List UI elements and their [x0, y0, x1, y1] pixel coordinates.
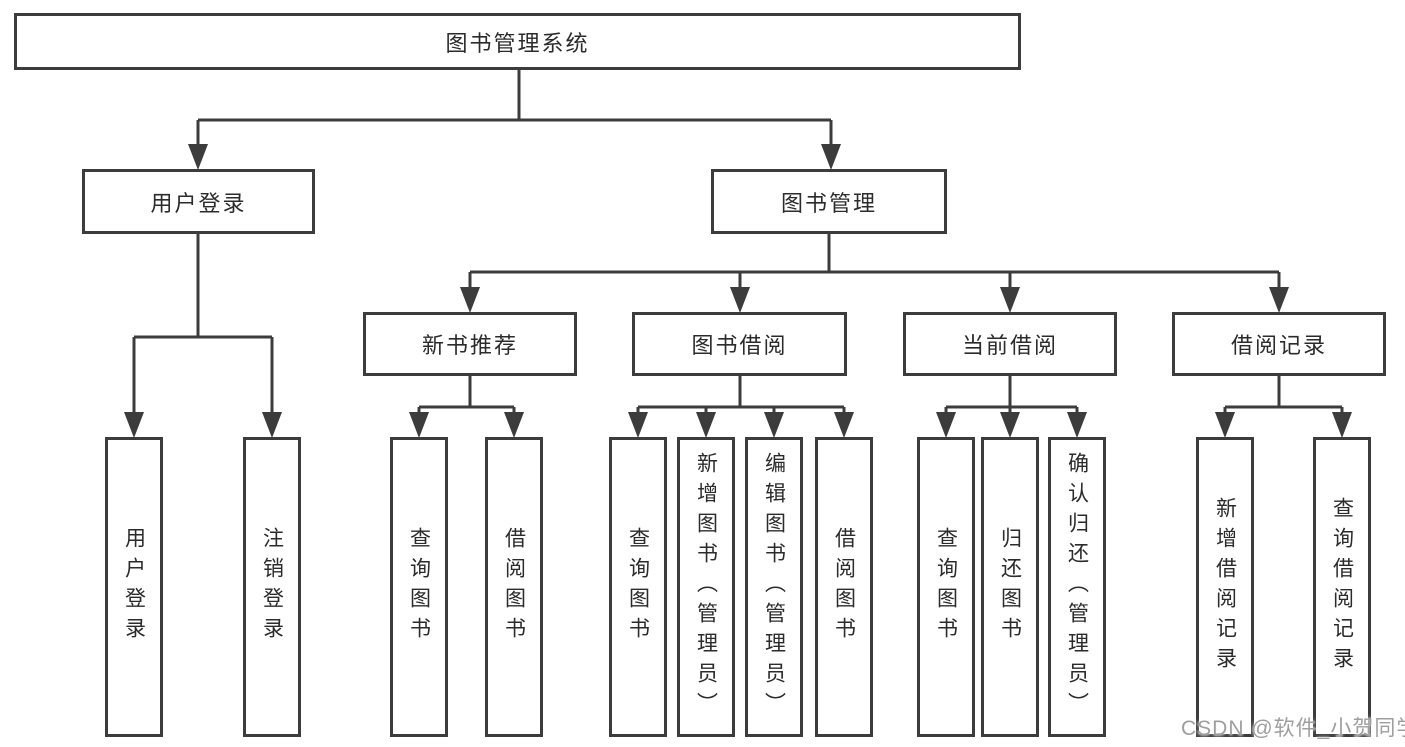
csdn-watermark: CSDN @软件_小贺同学	[1181, 717, 1405, 740]
node-book-management-label: 图书管理	[780, 190, 877, 216]
node-current-borrowing-label: 当前借阅	[961, 333, 1058, 358]
leaf-query-borrow-record: 查询借阅记录	[1313, 437, 1371, 737]
leaf-query-books-borrowing: 查询图书	[609, 437, 667, 737]
leaf-query-books-borrowing-label: 查询图书	[626, 527, 650, 647]
leaf-confirm-return-admin: 确认归还（管理员）	[1048, 437, 1106, 737]
leaf-borrow-books-borrowing-label: 借阅图书	[832, 527, 856, 647]
leaf-query-books-current: 查询图书	[917, 437, 975, 737]
leaf-add-book-admin-label: 新增图书（管理员）	[694, 452, 718, 722]
leaf-borrow-books-recommend: 借阅图书	[485, 437, 543, 737]
node-book-borrowing: 图书借阅	[632, 312, 847, 376]
node-new-book-recommend-label: 新书推荐	[421, 333, 518, 358]
connector-book-borrowing-branch	[628, 376, 854, 438]
leaf-return-books: 归还图书	[981, 437, 1039, 737]
leaf-edit-book-admin-label: 编辑图书（管理员）	[762, 452, 786, 722]
connector-book-management-branch	[460, 234, 1289, 313]
connector-root-to-level2	[188, 69, 841, 170]
leaf-query-books-recommend-label: 查询图书	[407, 527, 431, 647]
connector-current-borrowing-branch	[936, 376, 1087, 438]
leaf-logout-label: 注销登录	[260, 527, 284, 647]
node-borrowing-records: 借阅记录	[1172, 312, 1386, 376]
leaf-user-login: 用户登录	[105, 437, 163, 737]
node-user-login: 用户登录	[82, 169, 315, 234]
node-new-book-recommend: 新书推荐	[363, 312, 577, 376]
leaf-query-books-recommend: 查询图书	[390, 437, 448, 737]
node-user-login-label: 用户登录	[150, 190, 247, 216]
node-root-label: 图书管理系统	[445, 30, 590, 56]
leaf-add-borrow-record-label: 新增借阅记录	[1213, 497, 1237, 677]
leaf-query-books-current-label: 查询图书	[934, 527, 958, 647]
leaf-add-book-admin: 新增图书（管理员）	[677, 437, 735, 737]
node-current-borrowing: 当前借阅	[903, 312, 1117, 376]
leaf-borrow-books-recommend-label: 借阅图书	[502, 527, 526, 647]
node-root: 图书管理系统	[14, 13, 1021, 70]
node-borrowing-records-label: 借阅记录	[1230, 333, 1327, 358]
leaf-query-borrow-record-label: 查询借阅记录	[1330, 497, 1354, 677]
connector-borrowing-records-branch	[1215, 376, 1352, 438]
leaf-edit-book-admin: 编辑图书（管理员）	[745, 437, 803, 737]
leaf-return-books-label: 归还图书	[998, 527, 1022, 647]
connector-user-login-branch	[124, 234, 282, 438]
connector-new-book-branch	[409, 376, 524, 438]
leaf-logout: 注销登录	[243, 437, 301, 737]
leaf-add-borrow-record: 新增借阅记录	[1196, 437, 1254, 737]
node-book-management: 图书管理	[711, 169, 947, 234]
leaf-user-login-label: 用户登录	[122, 527, 146, 647]
leaf-confirm-return-admin-label: 确认归还（管理员）	[1065, 452, 1089, 722]
leaf-borrow-books-borrowing: 借阅图书	[815, 437, 873, 737]
node-book-borrowing-label: 图书借阅	[691, 333, 788, 358]
